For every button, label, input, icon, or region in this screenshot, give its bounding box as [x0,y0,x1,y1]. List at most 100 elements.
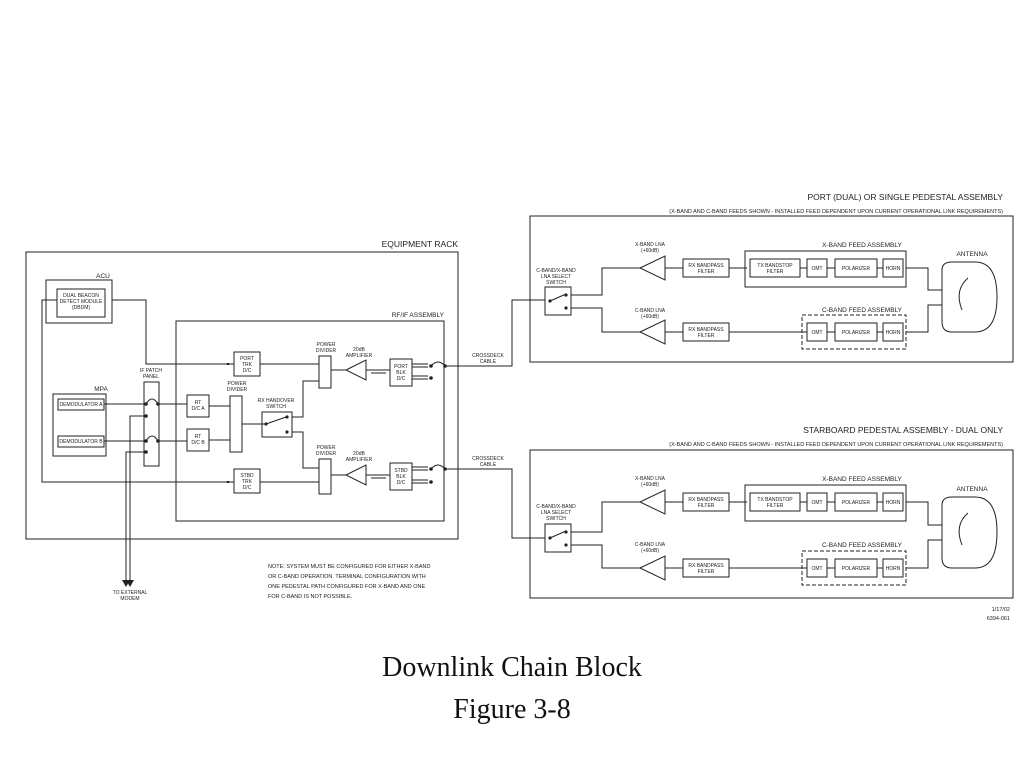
if-patch-panel-label-1: IF PATCH [140,368,162,374]
figure-caption-title: Downlink Chain Block [382,652,642,683]
equipment-rack: EQUIPMENT RACK ACU DUAL BEACON DETECT MO… [25,239,545,602]
rfif-assembly-frame [175,320,445,522]
stbd-trk-dc [233,468,261,494]
stbd-assembly-title: STARBOARD PEDESTAL ASSEMBLY - DUAL ONLY [803,425,1003,435]
svg-text:NOTE: SYSTEM MUST BE CONFIGUR: NOTE: SYSTEM MUST BE CONFIGURED FOR EITH… [268,564,430,570]
svg-text:POLARIZER: POLARIZER [842,500,871,506]
svg-text:C-BAND LNA: C-BAND LNA [635,542,666,548]
svg-text:RX BANDPASS: RX BANDPASS [688,497,724,503]
port-crossdeck-cable-2: CABLE [480,359,497,365]
acu-title: ACU [96,273,110,280]
svg-text:20dB: 20dB [353,451,365,457]
downlink-chain-diagram: PORT (DUAL) OR SINGLE PEDESTAL ASSEMBLY … [25,192,1014,622]
dbdm-module [56,288,106,318]
configuration-note: NOTE: SYSTEM MUST BE CONFIGURED FOR EITH… [268,564,430,600]
svg-text:ANTENNA: ANTENNA [956,486,988,493]
document-number: 6394-061 [987,616,1010,622]
port-switch-label-2: LNA SELECT [541,274,571,280]
stbd-crossdeck-cable-1: CROSSDECK [472,456,504,462]
svg-text:DIVIDER: DIVIDER [316,348,337,354]
svg-text:DETECT MODULE: DETECT MODULE [60,299,103,305]
svg-text:ONE PEDESTAL PATH CONFIGURED F: ONE PEDESTAL PATH CONFIGURED FOR X-BAND … [268,584,426,590]
starboard-pedestal-assembly: STARBOARD PEDESTAL ASSEMBLY - DUAL ONLY … [529,425,1014,599]
stbd-assembly-subtitle: (X-BAND AND C-BAND FEEDS SHOWN - INSTALL… [669,442,1003,448]
figure-caption-number: Figure 3-8 [453,694,571,725]
svg-text:FILTER: FILTER [767,269,784,275]
svg-text:BLK: BLK [396,474,406,480]
port-x-horn [882,258,904,278]
if-patch-panel [143,381,160,467]
svg-text:D/C: D/C [397,376,406,382]
stbd-x-horn [882,492,904,512]
svg-text:D/C: D/C [243,485,252,491]
to-external-modem-2: MODEM [120,596,139,602]
port-assembly-title: PORT (DUAL) OR SINGLE PEDESTAL ASSEMBLY [807,192,1003,202]
port-crossdeck-cable-1: CROSSDECK [472,353,504,359]
port-c-feed-title: C-BAND FEED ASSEMBLY [822,307,903,314]
port-x-lna-label-1: X-BAND LNA [635,242,666,248]
svg-text:X-BAND LNA: X-BAND LNA [635,476,666,482]
stbd-c-horn [882,558,904,578]
svg-text:OMT: OMT [811,566,822,572]
svg-text:LNA SELECT: LNA SELECT [541,510,571,516]
svg-text:(+60dB): (+60dB) [641,548,659,554]
svg-text:D/C A: D/C A [191,406,205,412]
stbd-antenna-dish [941,496,998,569]
port-assembly-subtitle: (X-BAND AND C-BAND FEEDS SHOWN - INSTALL… [669,209,1003,215]
svg-text:STBD: STBD [394,468,408,474]
svg-text:OMT: OMT [811,330,822,336]
svg-text:RX BANDPASS: RX BANDPASS [688,563,724,569]
svg-text:RX BANDPASS: RX BANDPASS [688,263,724,269]
svg-text:RX HANDOVER: RX HANDOVER [258,398,295,404]
svg-text:FILTER: FILTER [698,503,715,509]
svg-text:RX BANDPASS: RX BANDPASS [688,327,724,333]
svg-text:STBD: STBD [240,473,254,479]
mpa-title: MPA [94,386,108,393]
stbd-20db-amplifier [344,464,367,486]
svg-text:HORN: HORN [886,330,901,336]
svg-text:PORT: PORT [394,364,408,370]
svg-text:OR C-BAND OPERATION. TERMINAL: OR C-BAND OPERATION. TERMINAL CONFIGURAT… [268,574,426,580]
svg-text:(+60dB): (+60dB) [641,482,659,488]
svg-text:DEMODULATOR A: DEMODULATOR A [60,402,104,408]
svg-text:PORT: PORT [240,356,254,362]
svg-text:DEMODULATOR B: DEMODULATOR B [59,439,103,445]
svg-text:HORN: HORN [886,266,901,272]
svg-text:HORN: HORN [886,566,901,572]
svg-text:DIVIDER: DIVIDER [316,451,337,457]
rfif-assembly-title: RF/IF ASSEMBLY [392,312,445,319]
acu-box [45,279,113,324]
stbd-c-lna-amplifier [638,555,666,581]
port-antenna-label: ANTENNA [956,251,988,258]
svg-text:C-BAND FEED ASSEMBLY: C-BAND FEED ASSEMBLY [822,542,903,549]
port-c-horn [882,322,904,342]
svg-text:D/C: D/C [243,368,252,374]
stbd-x-lna-amplifier [638,489,666,515]
stbd-power-divider [318,458,332,495]
port-x-lna-label-2: (+60dB) [641,248,659,254]
port-antenna-dish [941,261,998,333]
svg-text:POLARIZER: POLARIZER [842,566,871,572]
svg-text:X-BAND FEED ASSEMBLY: X-BAND FEED ASSEMBLY [822,476,902,483]
if-patch-panel-label-2: PANEL [143,374,159,380]
svg-text:RT: RT [195,400,202,406]
svg-text:RT: RT [195,434,202,440]
stbd-assembly-frame [529,449,1014,599]
equipment-rack-title: EQUIPMENT RACK [382,239,459,249]
svg-text:C-BAND/X-BAND: C-BAND/X-BAND [536,504,576,510]
stbd-blk-dc [389,462,413,491]
port-c-lna-amplifier [638,319,666,345]
rx-handover-switch [261,411,293,438]
svg-text:FILTER: FILTER [698,333,715,339]
svg-text:POWER: POWER [317,342,336,348]
port-c-lna-label-2: (+60dB) [641,314,659,320]
svg-text:D/C B: D/C B [191,440,205,446]
port-x-feed-title: X-BAND FEED ASSEMBLY [822,242,902,249]
port-power-divider [318,355,332,389]
svg-text:OMT: OMT [811,266,822,272]
port-pedestal-assembly: PORT (DUAL) OR SINGLE PEDESTAL ASSEMBLY … [529,192,1014,363]
svg-text:TRK: TRK [242,362,253,368]
svg-text:POLARIZER: POLARIZER [842,330,871,336]
svg-text:20dB: 20dB [353,347,365,353]
svg-text:AMPLIFIER: AMPLIFIER [346,457,373,463]
